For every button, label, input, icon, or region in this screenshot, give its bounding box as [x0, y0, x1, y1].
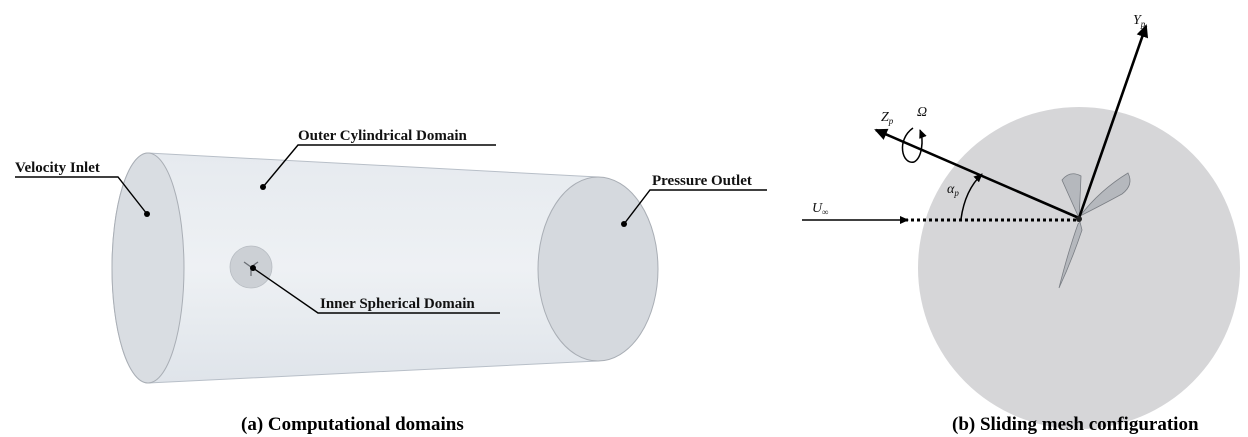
- label-pressure-outlet: Pressure Outlet: [652, 173, 752, 189]
- rotating-disc: [918, 107, 1240, 429]
- propeller-blades: [1058, 172, 1131, 289]
- label-outer-cylindrical-domain: Outer Cylindrical Domain: [298, 128, 468, 144]
- label-y-p: Yp: [1133, 13, 1146, 29]
- outlet-face: [537, 176, 659, 362]
- leader-lines: [15, 144, 767, 314]
- y-axis-arrow: [1077, 24, 1149, 219]
- label-z-p: Zp: [881, 110, 894, 126]
- label-omega: Ω: [917, 105, 927, 120]
- panel-b-sliding-mesh: Yp Zp Ω αp U∞ (b) Sliding mesh configura…: [802, 13, 1240, 435]
- label-u-infinity: U∞: [812, 201, 829, 217]
- label-velocity-inlet: Velocity Inlet: [15, 160, 100, 176]
- caption-panel-b: (b) Sliding mesh configuration: [952, 414, 1199, 435]
- blade-upper-left: [1061, 173, 1082, 219]
- label-alpha-p: αp: [947, 182, 959, 198]
- label-inner-spherical-domain: Inner Spherical Domain: [320, 296, 475, 312]
- blade-upper-right: [1079, 172, 1131, 217]
- leader-outer-domain: [262, 144, 496, 188]
- rotation-omega-arrow: [901, 127, 927, 163]
- leader-inner-domain: [252, 267, 500, 314]
- leader-pressure-outlet: [623, 189, 767, 225]
- alpha-angle-arc: [960, 173, 983, 220]
- leader-dots: [144, 184, 627, 271]
- leader-velocity-inlet: [15, 176, 148, 215]
- inlet-face: [111, 152, 185, 384]
- hub: [1076, 216, 1082, 222]
- caption-panel-a: (a) Computational domains: [241, 414, 464, 435]
- panel-a-computational-domains: Velocity Inlet Outer Cylindrical Domain …: [15, 128, 767, 435]
- blade-lower: [1058, 221, 1083, 289]
